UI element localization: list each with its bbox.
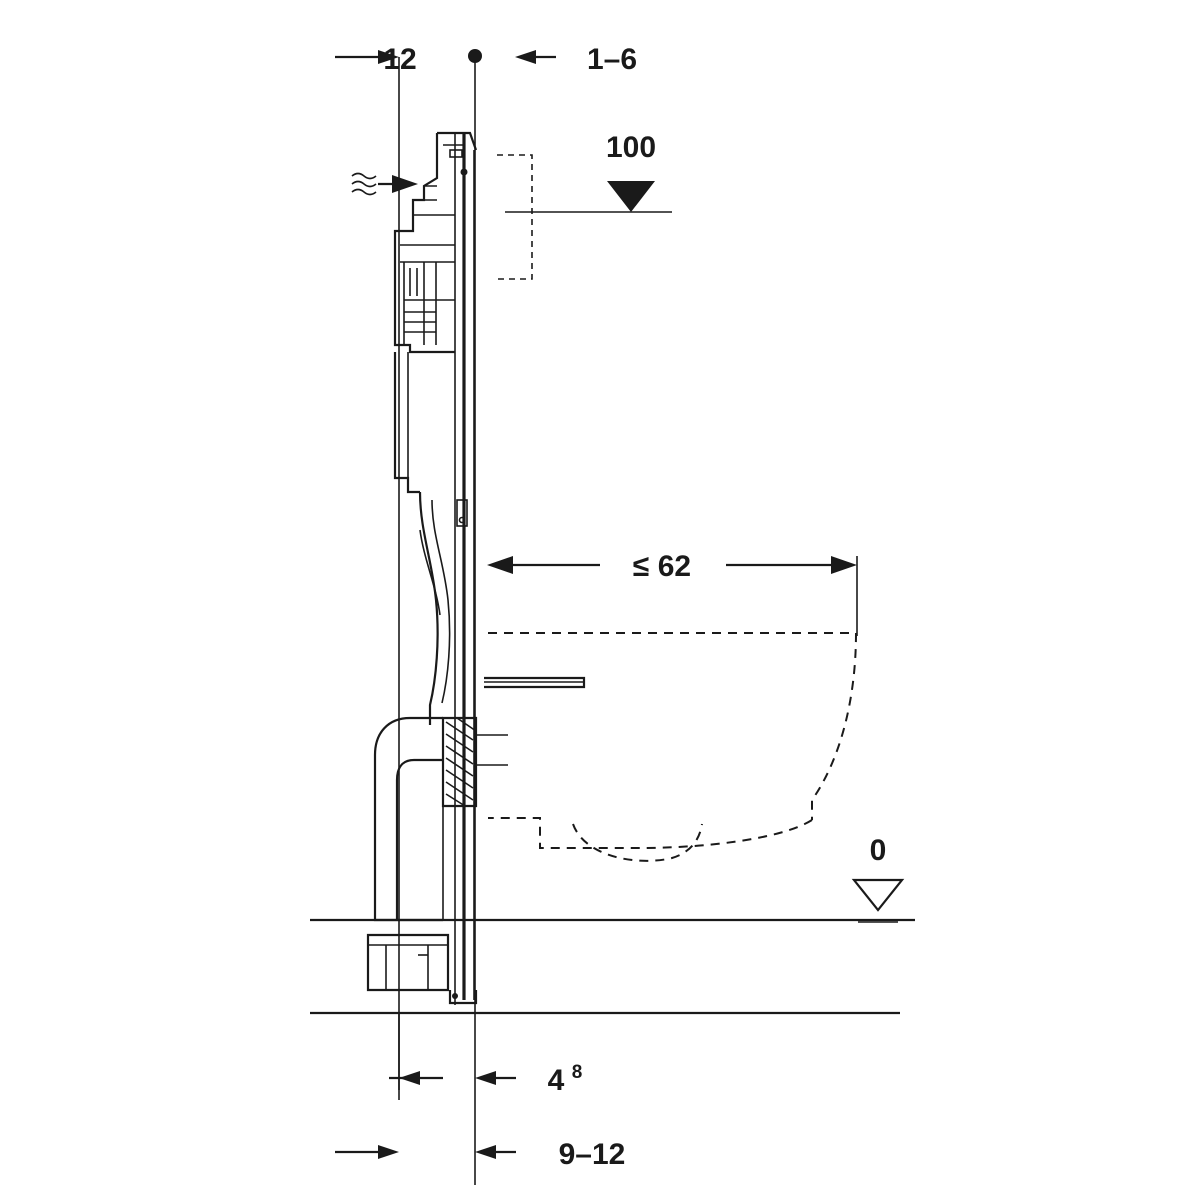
arrowhead-bottom-a-right — [399, 1071, 420, 1085]
connector-outline — [441, 716, 478, 808]
water-wave-icon-2 — [351, 180, 377, 188]
cistern-outline-upper — [393, 133, 455, 354]
hatch-3 — [445, 745, 474, 765]
projection-dimension-group: ≤ 62 — [487, 550, 858, 636]
arrowhead-top-left — [378, 50, 399, 64]
wc-ceramic-outline — [488, 632, 858, 862]
dimension-label-12: 12 — [383, 43, 416, 76]
dimension-label-0: 0 — [870, 834, 887, 867]
hatch-1 — [445, 721, 474, 741]
level-triangle-filled-icon — [607, 181, 655, 212]
dimension-label-62: ≤ 62 — [633, 550, 691, 583]
wc-outline-top — [488, 632, 858, 820]
hatch-6 — [445, 781, 474, 801]
flush-pipe-inner — [431, 499, 451, 704]
arrowhead-proj-right — [831, 556, 857, 574]
level-marker-100-group: 100 — [497, 131, 672, 280]
arrowhead-range-left — [378, 1145, 399, 1159]
frame-assembly — [366, 131, 586, 1005]
floor-lines-group — [310, 918, 915, 1015]
flush-pipe-detail — [419, 529, 441, 616]
dimension-label-100: 100 — [606, 131, 656, 164]
water-wave-icon-3 — [351, 188, 377, 196]
frame-top-slot — [449, 149, 463, 158]
water-supply-arrowhead — [392, 175, 418, 193]
dimension-label-4: 4 — [548, 1064, 565, 1097]
frame-top-dot — [460, 168, 468, 176]
dimension-label-4-superscript: 8 — [572, 1062, 583, 1083]
frame-foot — [448, 990, 478, 1005]
hatch-5 — [445, 769, 474, 789]
top-dimension-group: 12 1–6 — [335, 43, 637, 1185]
flush-pipe-outer — [418, 491, 439, 725]
hatch-4 — [445, 757, 474, 777]
water-wave-icon-1 — [351, 172, 377, 180]
dashed-connector-top — [497, 154, 533, 280]
arrowhead-top-right — [515, 50, 536, 64]
level-marker-0-group: 0 — [851, 834, 905, 923]
arrowhead-proj-left — [487, 556, 513, 574]
dimension-label-1-6: 1–6 — [587, 43, 637, 76]
dimension-label-9-12: 9–12 — [559, 1138, 626, 1171]
waste-socket — [366, 933, 450, 992]
bottom-dimension-group: 4 8 — [389, 1013, 582, 1100]
arrowhead-bottom-a-left — [475, 1071, 496, 1085]
arrowhead-range-right — [475, 1145, 496, 1159]
hatch-7 — [445, 793, 466, 807]
waste-bend-outer — [373, 716, 443, 922]
bottom-range-dimension-group: 9–12 — [335, 1138, 625, 1171]
wc-bowl-inner — [572, 823, 703, 862]
hatch-8 — [456, 717, 477, 732]
actuator-hole — [458, 516, 466, 524]
waste-bend-inner — [395, 758, 443, 920]
actuator-plate-slot — [456, 499, 468, 527]
hatch-2 — [445, 733, 474, 753]
axis-dot-marker — [468, 49, 482, 63]
wc-outline-bottom — [488, 817, 813, 849]
level-triangle-open-icon — [851, 878, 905, 912]
frame-top-cap — [437, 131, 478, 151]
connector-hatch-region — [441, 716, 478, 808]
cistern-inlet-detail — [424, 185, 437, 201]
water-supply-indicator — [351, 172, 418, 196]
foot-fix-dot — [452, 993, 458, 999]
